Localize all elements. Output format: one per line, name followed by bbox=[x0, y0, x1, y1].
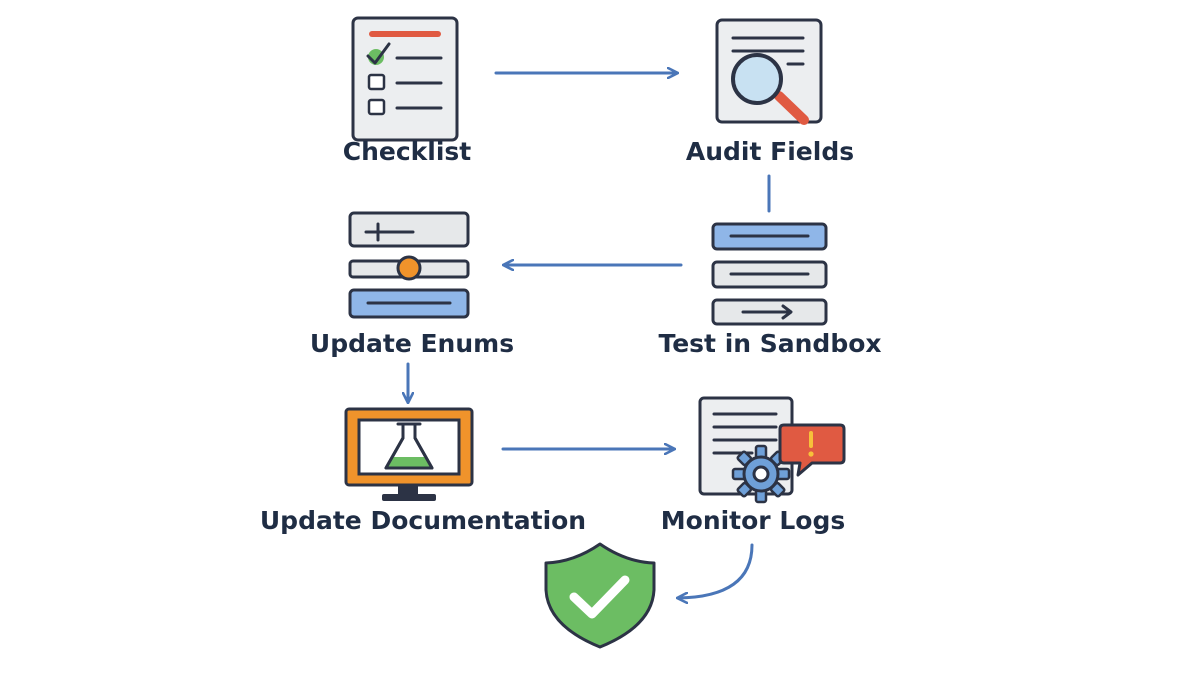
step-label-update-documentation: Update Documentation bbox=[260, 506, 586, 535]
step-label-checklist: Checklist bbox=[343, 137, 472, 166]
enum-slider-icon bbox=[348, 211, 470, 319]
step-label-audit-fields: Audit Fields bbox=[686, 137, 854, 166]
alert-bubble-icon bbox=[778, 423, 846, 477]
checklist-icon bbox=[351, 16, 459, 142]
monitor-flask-icon bbox=[344, 407, 474, 501]
step-label-update-enums: Update Enums bbox=[310, 329, 514, 358]
sandbox-stack-icon bbox=[711, 222, 828, 326]
audit-document-magnifier-icon bbox=[715, 18, 823, 125]
arrow-monitor-logs-to-shield bbox=[678, 543, 754, 598]
step-label-monitor-logs: Monitor Logs bbox=[661, 506, 845, 535]
step-label-test-in-sandbox: Test in Sandbox bbox=[658, 329, 881, 358]
gear-icon bbox=[731, 444, 791, 504]
shield-check-icon bbox=[544, 542, 656, 649]
log-document-gear-alert-icon bbox=[698, 396, 846, 504]
